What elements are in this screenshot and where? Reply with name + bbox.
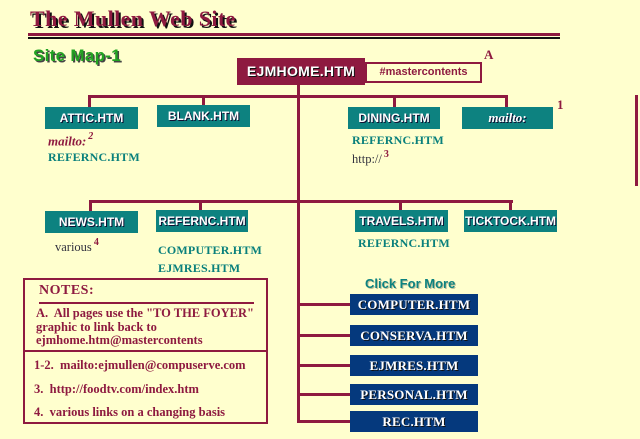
row1-drop-blank-line (202, 95, 205, 106)
notes-divider-rule (25, 350, 266, 352)
notes-item-1-2: 1-2. mailto:ejmullen@compuserve.com (34, 358, 246, 372)
node-refernc: REFERNC.HTM (156, 210, 248, 232)
notes-item-3: 3. http://foodtv.com/index.htm (34, 382, 199, 396)
refernc-link-ejmres: EJMRES.HTM (158, 261, 241, 275)
node-attic: ATTIC.HTM (45, 107, 138, 129)
notes-note-a: A. All pages use the "TO THE FOYER" grap… (36, 306, 258, 347)
more-item-ejmres[interactable]: EJMRES.HTM (350, 355, 478, 376)
title-rule-black (28, 37, 560, 39)
row1-drop-attic-line (88, 95, 91, 108)
note-ref-a: A (484, 47, 494, 62)
branch-rec-line (297, 420, 352, 423)
offslide-connector-line (635, 95, 638, 186)
more-item-conserva[interactable]: CONSERVA.HTM (350, 325, 478, 346)
notes-heading-rule (39, 302, 254, 304)
title-rule-maroon (28, 33, 560, 36)
attic-link-mailto-text: mailto: (48, 133, 87, 149)
branch-personal-line (297, 393, 352, 396)
refernc-link-computer: COMPUTER.HTM (158, 243, 263, 257)
node-news: NEWS.HTM (45, 211, 138, 233)
page-title: The Mullen Web Site (30, 6, 236, 31)
row2-drop-refernc-line (199, 200, 202, 211)
spine-connector-line (297, 84, 300, 423)
attic-link-refernc: REFERNC.HTM (48, 150, 140, 164)
row2-drop-ticktock-line (509, 200, 512, 211)
row2-drop-travels-line (399, 200, 402, 211)
note-ref-1: 1 (557, 97, 564, 112)
note-ref-4: 4 (93, 237, 99, 248)
row1-connector-line (88, 95, 508, 98)
notes-panel: NOTES: A. All pages use the "TO THE FOYE… (23, 278, 268, 424)
node-travels: TRAVELS.HTM (355, 210, 448, 232)
slide-subtitle: Site Map-1 (33, 46, 122, 65)
node-blank: BLANK.HTM (157, 105, 250, 127)
more-item-rec[interactable]: REC.HTM (350, 411, 478, 432)
dining-link-http-text: http:// (352, 152, 382, 167)
row2-connector-line (89, 200, 513, 203)
more-item-personal[interactable]: PERSONAL.HTM (350, 384, 478, 405)
note-ref-2: 2 (88, 131, 94, 142)
attic-link-mailto: mailto:2 (48, 131, 94, 149)
branch-computer-line (297, 303, 352, 306)
row1-drop-mailto-line (505, 95, 508, 108)
row1-drop-dining-line (393, 95, 396, 108)
travels-link-refernc: REFERNC.HTM (358, 236, 450, 250)
node-dining: DINING.HTM (348, 107, 440, 129)
dining-link-http: http://3 (352, 149, 389, 167)
node-ticktock: TICKTOCK.HTM (464, 210, 557, 232)
branch-conserva-line (297, 334, 352, 337)
news-link-various-text: various (55, 240, 92, 255)
click-for-more-heading: Click For More (365, 276, 456, 291)
node-ejmhome: EJMHOME.HTM (237, 58, 365, 85)
notes-item-4: 4. various links on a changing basis (34, 405, 226, 419)
node-mastercontents-anchor: #mastercontents (365, 62, 482, 83)
notes-heading: NOTES: (39, 283, 95, 298)
row2-drop-news-line (89, 200, 92, 211)
more-item-computer[interactable]: COMPUTER.HTM (350, 294, 478, 315)
note-ref-3: 3 (383, 149, 389, 160)
dining-link-refernc: REFERNC.HTM (352, 133, 444, 147)
branch-ejmres-line (297, 364, 352, 367)
node-mailto: mailto: (462, 107, 553, 129)
